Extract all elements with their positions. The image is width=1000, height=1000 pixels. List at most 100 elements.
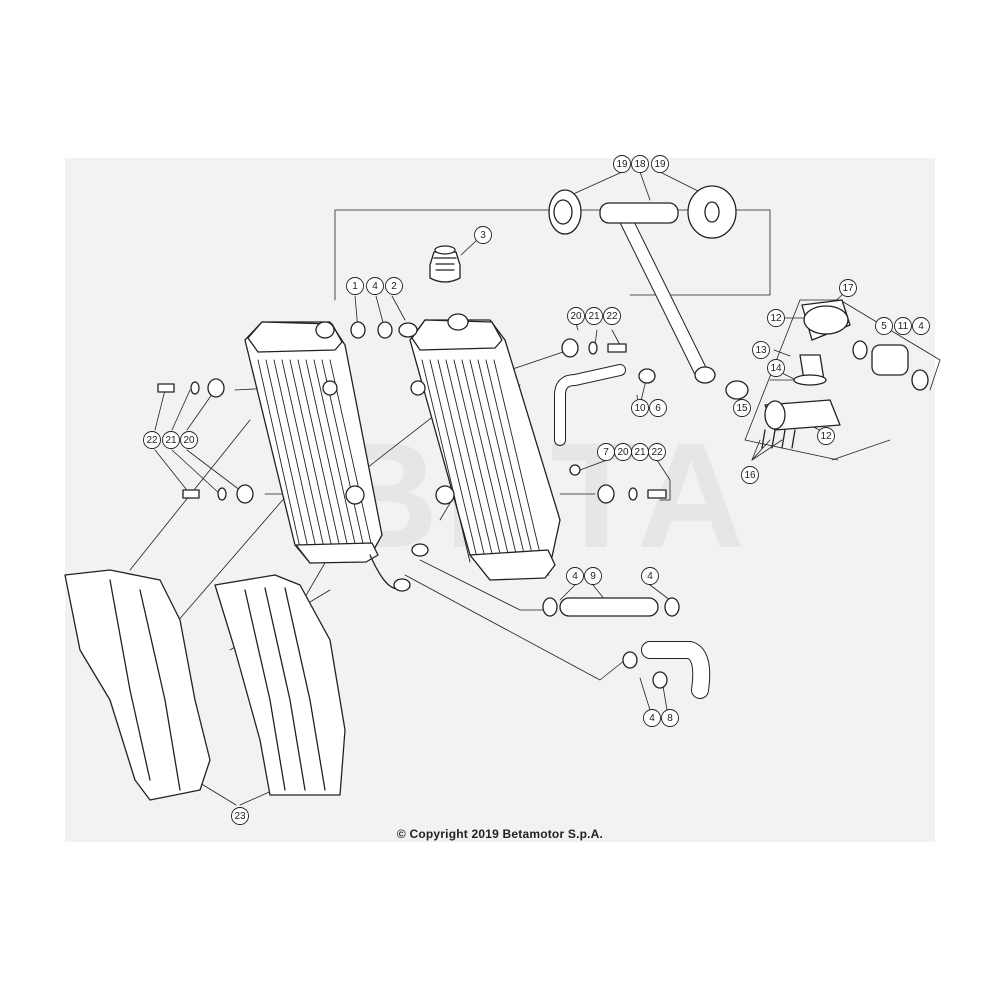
- callout-circle: [567, 307, 585, 325]
- callout-number: 20: [183, 435, 195, 446]
- right-radiator: [398, 313, 561, 581]
- radiator-guard-right: [214, 574, 346, 796]
- callout-number: 7: [603, 447, 609, 458]
- callout-circle: [631, 399, 649, 417]
- callout-number: 17: [842, 283, 854, 294]
- callout-number: 4: [572, 571, 578, 582]
- callout-circle: [648, 443, 666, 461]
- callout-c20b: 20: [180, 431, 198, 449]
- callout-number: 4: [649, 713, 655, 724]
- thermostat-assembly: [725, 299, 929, 449]
- callout-circle: [649, 399, 667, 417]
- callout-number: 13: [755, 345, 767, 356]
- callout-c13: 13: [752, 341, 770, 359]
- callout-circle: [912, 317, 930, 335]
- callout-number: 22: [606, 311, 618, 322]
- callout-circle: [641, 567, 659, 585]
- callout-number: 4: [647, 571, 653, 582]
- callout-number: 21: [588, 311, 600, 322]
- callout-c20c: 20: [614, 443, 632, 461]
- callout-c16: 16: [741, 466, 759, 484]
- callout-c4b: 4: [912, 317, 930, 335]
- callout-number: 21: [165, 435, 177, 446]
- callout-c5: 5: [875, 317, 893, 335]
- callout-c6: 6: [649, 399, 667, 417]
- left-mounting-hardware: [157, 378, 254, 504]
- callout-circle: [733, 399, 751, 417]
- hose-clamps-top: [350, 321, 581, 476]
- callout-c22c: 22: [648, 443, 666, 461]
- callout-number: 21: [634, 447, 646, 458]
- callout-number: 6: [655, 403, 661, 414]
- callout-circle: [875, 317, 893, 335]
- callout-c1: 1: [346, 277, 364, 295]
- callout-c19b: 19: [651, 155, 669, 173]
- callout-number: 8: [667, 713, 673, 724]
- callout-number: 20: [617, 447, 629, 458]
- callout-number: 18: [634, 159, 646, 170]
- callout-circle: [894, 317, 912, 335]
- callout-number: 19: [616, 159, 628, 170]
- callout-circle: [839, 279, 857, 297]
- callout-circle: [631, 155, 649, 173]
- middle-hose: [542, 597, 680, 617]
- callout-number: 1: [352, 281, 358, 292]
- callout-number: 4: [372, 281, 378, 292]
- callout-c22b: 22: [143, 431, 161, 449]
- callout-number: 12: [820, 431, 832, 442]
- lower-elbow-hose: [622, 641, 711, 699]
- callout-circle: [566, 567, 584, 585]
- callout-number: 19: [654, 159, 666, 170]
- callout-number: 22: [651, 447, 663, 458]
- callout-circle: [817, 427, 835, 445]
- callout-c14: 14: [767, 359, 785, 377]
- callout-circle: [613, 155, 631, 173]
- callout-c18: 18: [631, 155, 649, 173]
- right-mounting-hardware: [561, 338, 667, 504]
- filler-cap: [429, 245, 461, 283]
- callout-c21b: 21: [162, 431, 180, 449]
- callout-number: 23: [234, 811, 246, 822]
- callout-c10: 10: [631, 399, 649, 417]
- callout-c9: 9: [584, 567, 602, 585]
- callout-number: 12: [770, 313, 782, 324]
- callout-c2: 2: [385, 277, 403, 295]
- callout-number: 9: [590, 571, 596, 582]
- callout-c3: 3: [474, 226, 492, 244]
- callout-circle: [366, 277, 384, 295]
- callout-number: 3: [480, 230, 486, 241]
- callout-circle: [767, 359, 785, 377]
- callout-c11: 11: [894, 317, 912, 335]
- callout-c21c: 21: [631, 443, 649, 461]
- callout-c7: 7: [597, 443, 615, 461]
- callout-circle: [585, 307, 603, 325]
- left-radiator: [244, 321, 411, 592]
- callout-c22a: 22: [603, 307, 621, 325]
- callout-number: 15: [736, 403, 748, 414]
- copyright-notice: © Copyright 2019 Betamotor S.p.A.: [396, 827, 604, 841]
- callout-circle: [474, 226, 492, 244]
- callout-circle: [661, 709, 679, 727]
- callout-number: 11: [898, 321, 909, 332]
- callout-number: 20: [570, 311, 582, 322]
- callout-c4d: 4: [641, 567, 659, 585]
- callout-circle: [752, 341, 770, 359]
- callout-circle: [603, 307, 621, 325]
- callout-circle: [385, 277, 403, 295]
- callout-number: 10: [634, 403, 646, 414]
- callout-circle: [584, 567, 602, 585]
- callout-c21a: 21: [585, 307, 603, 325]
- upper-hose: [554, 364, 656, 446]
- callout-number: 5: [881, 321, 887, 332]
- callout-circle: [767, 309, 785, 327]
- callout-c20a: 20: [567, 307, 585, 325]
- callout-number: 4: [918, 321, 924, 332]
- callout-circle: [346, 277, 364, 295]
- callout-c8: 8: [661, 709, 679, 727]
- callout-c23: 23: [231, 807, 249, 825]
- callout-number: 22: [146, 435, 158, 446]
- callout-number: 2: [391, 281, 397, 292]
- callout-number: 14: [770, 363, 782, 374]
